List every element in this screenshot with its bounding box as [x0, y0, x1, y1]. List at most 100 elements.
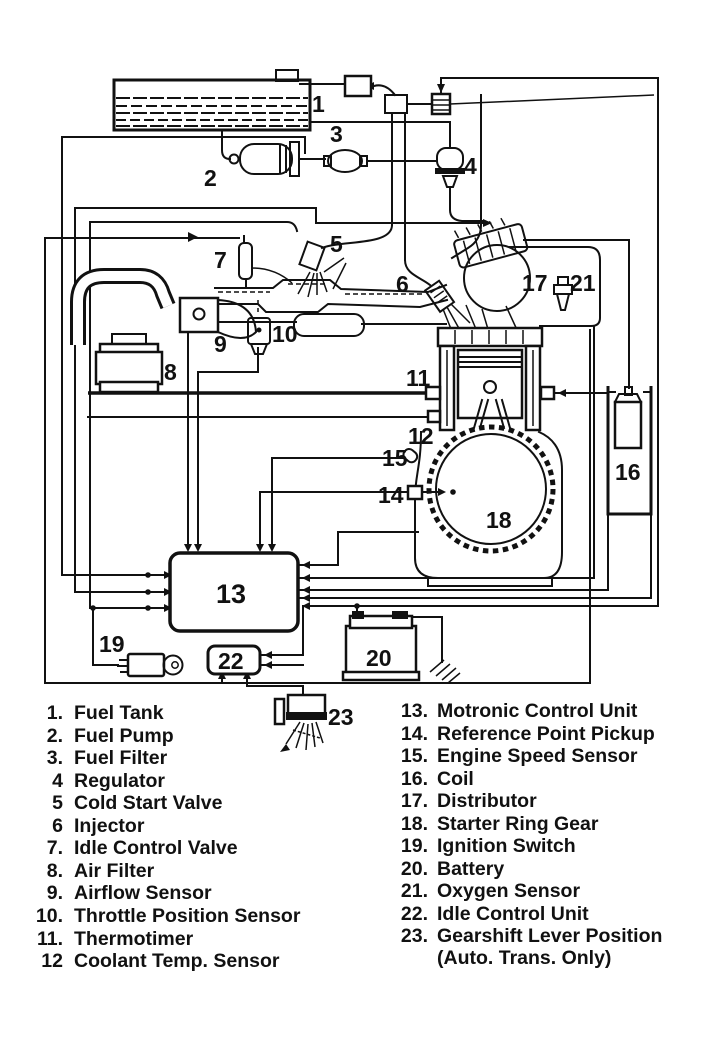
air-intake: [70, 268, 176, 394]
legend-label: Regulator: [74, 770, 165, 792]
legend-num: 21.: [401, 880, 428, 902]
legend-label: Reference Point Pickup: [437, 723, 655, 745]
label-11: 11: [406, 365, 431, 391]
reference-point-pickup: [406, 484, 439, 501]
legend-label: Airflow Sensor: [74, 882, 212, 904]
legend-num: 13.: [401, 700, 428, 722]
legend-num: 14.: [401, 723, 428, 745]
legend-label: Starter Ring Gear: [437, 813, 599, 835]
coolant-temp-sensor: [426, 409, 442, 424]
legend-left-column: 1. Fuel Tank 2. Fuel Pump 3. Fuel Filter…: [36, 702, 301, 972]
airflow-sensor: [178, 296, 258, 339]
legend-label: Idle Control Unit: [437, 903, 589, 925]
legend: 1. Fuel Tank 2. Fuel Pump 3. Fuel Filter…: [36, 700, 663, 972]
legend-label: Fuel Pump: [74, 725, 174, 747]
legend-label: Ignition Switch: [437, 835, 576, 857]
starter-ring-gear: [414, 424, 563, 587]
legend-num: 18.: [401, 813, 428, 835]
label-23: 23: [328, 704, 354, 730]
legend-num: 2.: [47, 725, 63, 747]
label-16: 16: [615, 459, 641, 485]
label-6: 6: [396, 271, 409, 297]
label-22: 22: [218, 648, 244, 674]
legend-label: Gearshift Lever Position: [437, 925, 662, 947]
legend-num: 15.: [401, 745, 428, 767]
fuel-pump: [228, 141, 326, 177]
legend-num: 19.: [401, 835, 428, 857]
injector: [423, 279, 471, 335]
flow-arrows: [90, 82, 566, 679]
label-1: 1: [312, 91, 325, 117]
legend-num: 20.: [401, 858, 428, 880]
label-4: 4: [464, 153, 477, 179]
battery: [341, 611, 461, 684]
oxygen-sensor-exhaust: [509, 246, 601, 327]
legend-label: Oxygen Sensor: [437, 880, 580, 902]
fuel-tank: [112, 69, 345, 161]
label-5: 5: [330, 231, 343, 257]
vapor-valves: [343, 74, 452, 261]
label-13: 13: [216, 579, 246, 609]
legend-num: 10.: [36, 905, 63, 927]
label-20: 20: [366, 645, 392, 671]
engine-speed-sensor: [402, 447, 419, 464]
legend-num: 17.: [401, 790, 428, 812]
component-number-labels: 1 2 3 4 5 6 7 8 9 10 11 12 13 14 15 16 1…: [99, 91, 641, 730]
legend-num: 7.: [47, 837, 63, 859]
label-17: 17: [522, 270, 548, 296]
fuel-filter: [323, 149, 438, 173]
intake-manifold: [214, 94, 482, 337]
legend-label: Motronic Control Unit: [437, 700, 638, 722]
label-7: 7: [214, 247, 227, 273]
legend-label: Fuel Filter: [74, 747, 168, 769]
right-cylinder-sensor: [539, 385, 556, 401]
legend-num: 9.: [47, 882, 63, 904]
idle-control-unit: [206, 644, 262, 676]
thermotimer: [424, 385, 442, 401]
legend-label: Thermotimer: [74, 928, 194, 950]
legend-note: (Auto. Trans. Only): [437, 947, 611, 969]
legend-label: Battery: [437, 858, 504, 880]
label-19: 19: [99, 631, 125, 657]
label-8: 8: [164, 359, 177, 385]
legend-label: Distributor: [437, 790, 537, 812]
motronic-control-unit: [168, 551, 300, 633]
legend-label: Throttle Position Sensor: [74, 905, 301, 927]
legend-label: Cold Start Valve: [74, 792, 223, 814]
engine-cylinder: [436, 326, 544, 432]
legend-num: 5: [52, 792, 63, 814]
legend-num: 8.: [47, 860, 63, 882]
legend-label: Air Filter: [74, 860, 155, 882]
legend-num: 16.: [401, 768, 428, 790]
legend-num: 23.: [401, 925, 428, 947]
cold-start-valve: [297, 223, 394, 298]
legend-right-column: 13. Motronic Control Unit 14. Reference …: [401, 700, 663, 969]
throttle-position-sensor: [247, 300, 271, 355]
ignition-switch: [117, 652, 184, 678]
gearshift-lever-position: [273, 693, 327, 752]
legend-label: Coil: [437, 768, 474, 790]
label-21: 21: [570, 270, 596, 296]
legend-num: 1.: [47, 702, 63, 724]
label-18: 18: [486, 507, 512, 533]
label-12: 12: [408, 423, 434, 449]
legend-num: 6: [52, 815, 63, 837]
label-10: 10: [272, 321, 298, 347]
legend-label: Engine Speed Sensor: [437, 745, 638, 767]
legend-label: Coolant Temp. Sensor: [74, 950, 280, 972]
legend-num: 4: [52, 770, 63, 792]
label-2: 2: [204, 165, 217, 191]
legend-num: 22.: [401, 903, 428, 925]
label-3: 3: [330, 121, 343, 147]
distributor: [453, 217, 531, 337]
label-15: 15: [382, 445, 408, 471]
legend-label: Idle Control Valve: [74, 837, 238, 859]
legend-label: Fuel Tank: [74, 702, 164, 724]
legend-label: Injector: [74, 815, 145, 837]
fuel-pressure-regulator: [309, 121, 484, 222]
ignition-coil: [606, 386, 653, 516]
label-14: 14: [378, 482, 404, 508]
label-9: 9: [214, 331, 227, 357]
